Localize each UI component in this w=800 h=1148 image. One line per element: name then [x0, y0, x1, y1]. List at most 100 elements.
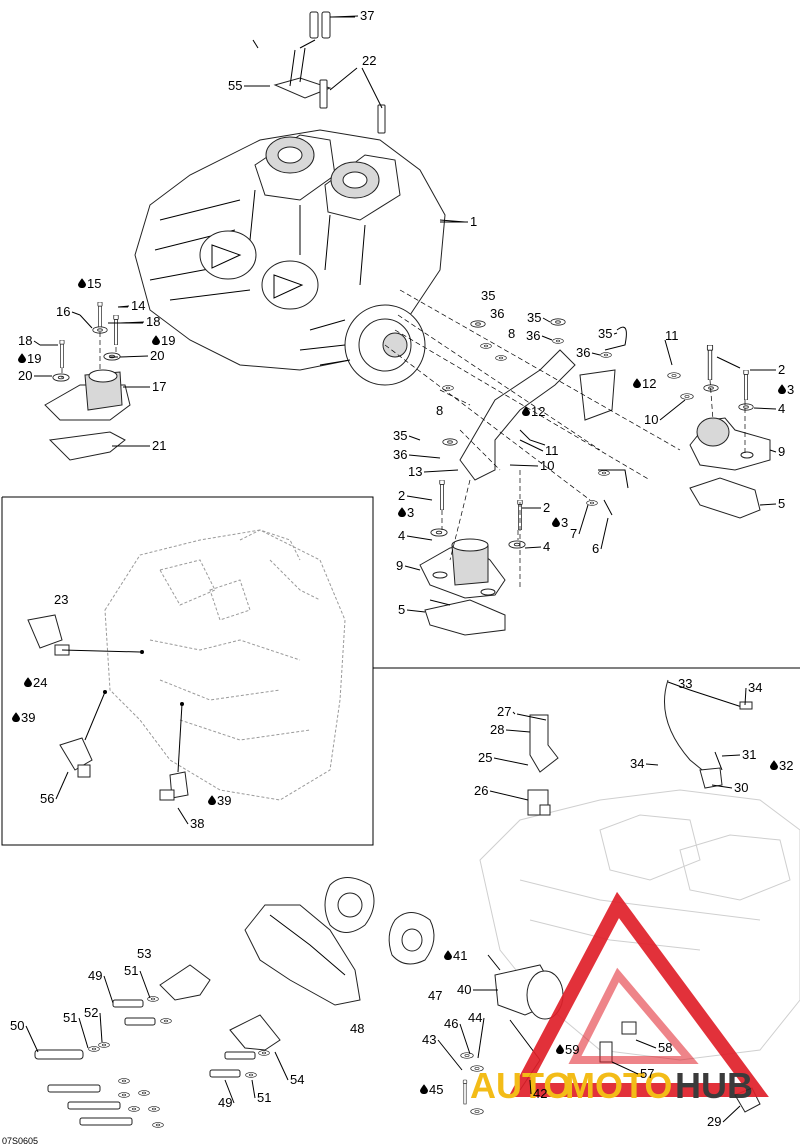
callout-12b: 12 — [522, 404, 545, 419]
callout-number: 31 — [742, 747, 756, 762]
leader-line — [611, 1061, 639, 1075]
callout-55: 55 — [228, 78, 248, 93]
callout-3b: 3 — [398, 505, 414, 520]
callout-number: 4 — [778, 401, 785, 416]
callout-number: 5 — [398, 602, 405, 617]
callout-25: 25 — [478, 750, 529, 766]
callout-22: 22 — [362, 53, 376, 68]
leader-line — [759, 503, 777, 506]
leader-line — [459, 1023, 471, 1055]
callout-number: 27 — [497, 704, 511, 719]
callout-29: 29 — [707, 1105, 741, 1129]
callout-number: 16 — [56, 304, 70, 319]
callout-4c: 4 — [524, 539, 550, 554]
callout-number: 39 — [21, 710, 35, 725]
callout-number: 17 — [152, 379, 166, 394]
callout-number: 19 — [161, 333, 175, 348]
callout-number: 2 — [778, 362, 785, 377]
callout-30: 30 — [711, 780, 748, 795]
leader-line — [408, 454, 441, 459]
callout-18a: 18 — [119, 314, 160, 329]
callout-49a: 49 — [88, 968, 114, 1004]
leader-line — [659, 399, 686, 421]
sensor-inset-box — [1, 496, 800, 846]
callout-number: 33 — [678, 676, 692, 691]
callout-10b: 10 — [509, 458, 554, 473]
leader-line — [529, 1079, 532, 1095]
callout-48: 48 — [350, 1021, 364, 1036]
leader-line — [524, 546, 542, 549]
thread-locker-drop-icon — [12, 712, 20, 722]
leader-line — [519, 439, 544, 452]
callout-20a: 20 — [18, 368, 52, 383]
leader-line — [711, 784, 733, 789]
callout-41: 41 — [444, 948, 467, 963]
callout-number: 54 — [290, 1072, 304, 1087]
callout-16: 16 — [56, 304, 81, 319]
callout-number: 11 — [665, 328, 679, 343]
thread-locker-drop-icon — [420, 1084, 428, 1094]
thread-locker-drop-icon — [778, 384, 786, 394]
callout-number: 13 — [408, 464, 422, 479]
callout-59: 59 — [556, 1042, 579, 1057]
thread-locker-drop-icon — [78, 278, 86, 288]
callout-7: 7 — [570, 504, 589, 541]
callout-36b: 36 — [526, 328, 553, 343]
leader-line — [117, 305, 130, 308]
leader-line — [744, 687, 747, 706]
callout-number: 20 — [18, 368, 32, 383]
callout-number: 20 — [150, 348, 164, 363]
leader-line — [55, 771, 69, 800]
callout-20b: 20 — [119, 348, 164, 363]
callout-38: 38 — [177, 807, 204, 831]
callout-4b: 4 — [398, 528, 433, 543]
callout-number: 36 — [393, 447, 407, 462]
callout-57: 57 — [611, 1061, 654, 1081]
callout-number: 5 — [778, 496, 785, 511]
callout-number: 51 — [257, 1090, 271, 1105]
leader-line — [406, 495, 433, 501]
left-engine-mount — [40, 302, 143, 461]
callout-number: 1 — [470, 214, 477, 229]
callout-3a: 3 — [778, 382, 794, 397]
callout-15: 15 — [78, 276, 101, 291]
callout-8b: 8 — [436, 403, 443, 418]
callout-number: 8 — [436, 403, 443, 418]
callout-number: 9 — [396, 558, 403, 573]
callout-1: 1 — [440, 214, 477, 229]
alignment-guides — [61, 289, 746, 590]
callout-5b: 5 — [398, 602, 426, 617]
callout-number: 47 — [428, 988, 442, 1003]
callout-number: 48 — [350, 1021, 364, 1036]
callout-9a: 9 — [769, 444, 785, 459]
callout-10a: 10 — [644, 399, 686, 427]
thread-locker-drop-icon — [770, 760, 778, 770]
leader-line — [721, 754, 741, 757]
callout-number: 7 — [570, 526, 577, 541]
callout-number: 32 — [779, 758, 793, 773]
callout-2a: 2 — [750, 362, 785, 377]
callout-number: 35 — [527, 310, 541, 325]
callout-number: 22 — [362, 53, 376, 68]
callout-number: 34 — [630, 756, 644, 771]
thread-locker-drop-icon — [208, 795, 216, 805]
callout-number: 46 — [444, 1016, 458, 1031]
callout-number: 8 — [508, 326, 515, 341]
watermark-text-hub: HUB — [675, 1065, 753, 1106]
thread-locker-drop-icon — [556, 1044, 564, 1054]
watermark-text-moto: MOTO — [565, 1065, 672, 1106]
callout-52: 52 — [84, 1005, 103, 1043]
callout-number: 49 — [88, 968, 102, 983]
callout-33: 33 — [678, 676, 692, 691]
watermark-text-auto: AUTO — [470, 1065, 571, 1106]
callout-number: 51 — [124, 963, 138, 978]
callout-18b: 18 — [18, 333, 41, 348]
callout-56: 56 — [40, 771, 69, 806]
thread-locker-drop-icon — [444, 950, 452, 960]
callout-number: 40 — [457, 982, 471, 997]
callout-42: 42 — [529, 1079, 547, 1101]
callout-number: 4 — [543, 539, 550, 554]
leader-line — [505, 729, 531, 733]
callout-number: 29 — [707, 1114, 721, 1129]
